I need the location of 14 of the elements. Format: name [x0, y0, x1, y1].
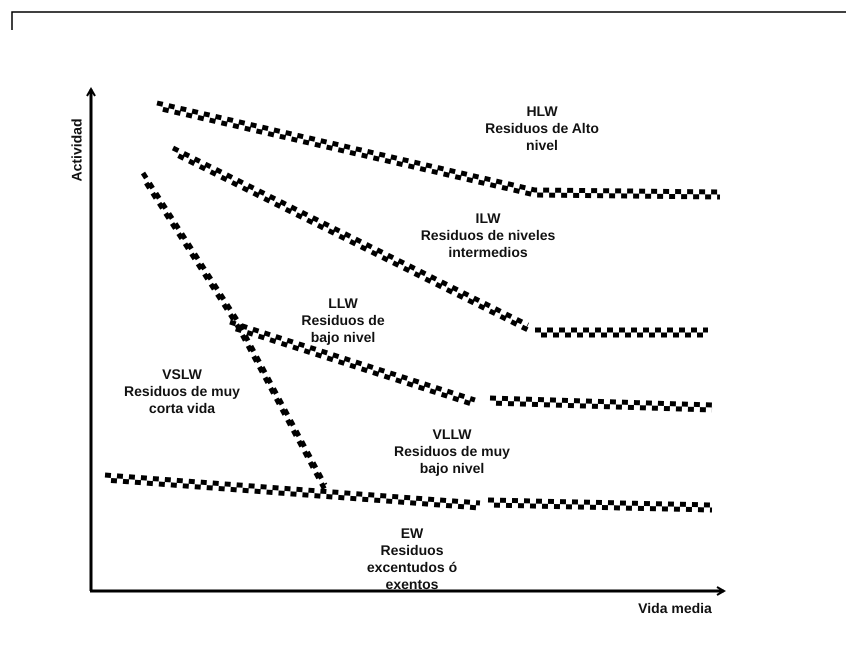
class-description: Residuos de bajo nivel — [300, 312, 386, 346]
class-code: ILW — [476, 210, 500, 227]
class-code: VSLW — [162, 366, 202, 383]
class-code: EW — [400, 525, 424, 542]
class-description: Residuos de muy bajo nivel — [393, 443, 511, 477]
class-code: VLLW — [432, 426, 472, 443]
class-description: Residuos de niveles intermedios — [420, 227, 556, 261]
class-code: LLW — [328, 295, 358, 312]
class-description: Residuos de Alto nivel — [484, 120, 600, 154]
axis-title: Actividad — [68, 118, 86, 182]
class-description: Residuos excentudos ó exentos — [366, 542, 458, 593]
class-description: Residuos de muy corta vida — [123, 383, 241, 417]
axis-title: Vida media — [638, 600, 712, 617]
class-code: HLW — [526, 103, 558, 120]
